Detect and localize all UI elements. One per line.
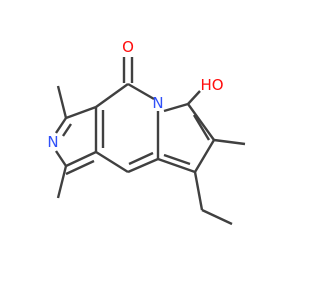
bond — [163, 102, 189, 113]
bond-ethyl — [201, 208, 233, 226]
bond-double — [65, 159, 95, 176]
bond-inner-double — [128, 151, 154, 166]
bond-methyl — [56, 165, 68, 199]
bond — [193, 139, 216, 173]
bond — [157, 157, 196, 174]
hydroxyl-label: HO — [200, 76, 223, 94]
atom-labels: O HO N N — [47, 38, 223, 151]
bond — [65, 150, 97, 168]
bond — [55, 117, 67, 134]
bond — [127, 157, 159, 174]
bond — [187, 103, 215, 141]
molecule-structure-diagram: O HO N N — [47, 38, 246, 226]
bond-lines — [55, 57, 246, 226]
bond — [95, 83, 129, 108]
bond-methyl — [56, 85, 68, 119]
carbonyl-oxygen-label: O — [122, 38, 134, 56]
bond-double — [62, 123, 72, 137]
ring-nitrogen-label: N — [152, 94, 163, 112]
bond — [95, 150, 129, 174]
bond — [65, 105, 97, 120]
bond-ethyl — [193, 171, 204, 211]
bond-methyl — [213, 138, 246, 146]
bond-hydroxyl — [187, 90, 201, 105]
bond — [55, 150, 67, 167]
bond-double — [192, 114, 211, 141]
bond-double — [163, 153, 191, 166]
bond — [127, 82, 155, 101]
imine-nitrogen-label: N — [47, 133, 58, 151]
